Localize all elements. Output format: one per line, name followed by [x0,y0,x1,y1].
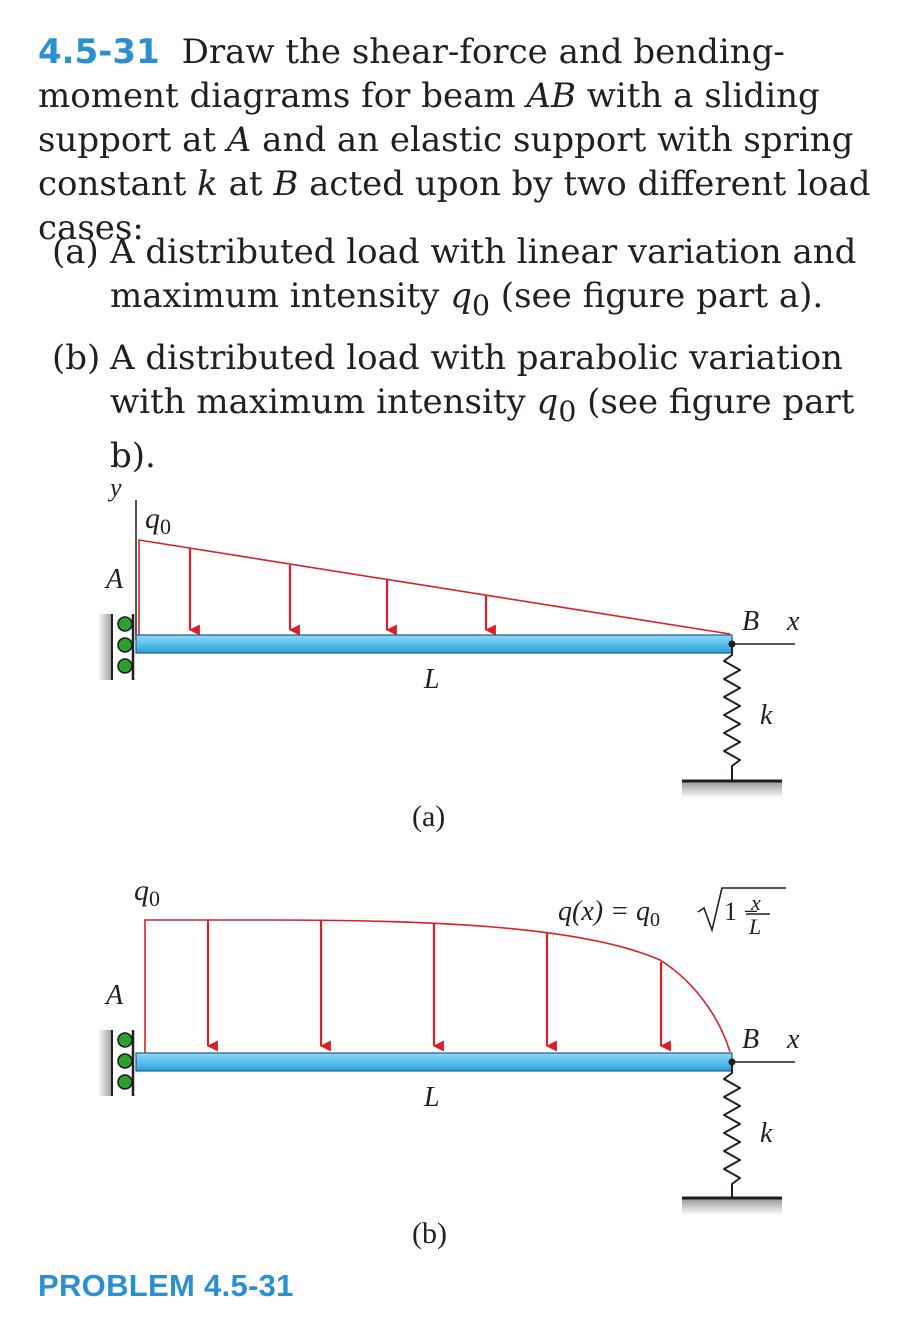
roller [117,1053,133,1069]
support-a-label: A [104,564,124,595]
formula-numerator: x [750,890,761,915]
figure-caption: (b) [412,1217,447,1250]
part-text: (see figure part b). [110,381,855,476]
load-intensity-label: q0 [145,502,171,539]
part-text: A distributed load with linear variation… [110,232,857,316]
spring [723,1062,741,1198]
load-intensity-label: q0 [134,874,160,911]
ground [682,1199,782,1215]
radical-sign [697,887,786,933]
statement-text: and an elastic support with spring const… [38,120,854,204]
roller [117,616,133,632]
span-label: L [423,1082,440,1113]
beam-label: AB [526,76,576,116]
part-text: A distributed load with parabolic variat… [110,337,843,422]
spring-constant-label: k [760,1118,773,1149]
q-subscript: 0 [558,394,577,428]
pin [728,640,736,648]
support-b-label: B [742,1024,759,1055]
formula-one: 1 − [724,897,758,926]
q-subscript: 0 [471,288,490,322]
spring-label: k [197,164,218,204]
roller [117,1032,133,1048]
problem-number: 4.5-31 [38,32,160,72]
beam [135,634,733,654]
linear-load-outline [138,539,731,636]
statement-text: Draw the shear-force and bending-moment … [38,32,785,116]
roller [117,1074,133,1090]
support-a-label: A [226,120,252,160]
spring-constant-label: k [760,700,773,731]
y-axis-label: y [107,473,122,502]
load-case-b: (b)A distributed load with parabolic var… [52,336,882,478]
span-label: L [423,664,440,695]
spring [723,644,741,780]
ground [682,782,782,798]
part-text: (see figure part a). [490,276,824,316]
statement-text: acted upon by two different load cases: [38,164,871,248]
roller [117,658,133,674]
roller [117,637,133,653]
beam [135,1052,733,1072]
support-b-label: B [273,164,299,204]
parabolic-load-outline [144,919,731,1054]
statement-text: with a sliding support at [38,76,820,160]
x-axis-label: x [786,606,800,637]
pin [728,1058,736,1066]
support-b-label: B [742,606,759,637]
support-a-label: A [104,980,124,1011]
part-label: (a) [52,232,99,272]
x-axis-label: x [786,1024,800,1055]
figure-b: q0 q(x) = q0 1 − x L A B x L [98,874,800,1250]
figure-caption: (a) [412,800,445,833]
formula-denominator: L [748,914,761,939]
load-cases: (a) A distributed load with linear variat… [52,230,882,486]
problem-caption: PROBLEM 4.5-31 [38,1268,294,1303]
statement-text: at [217,164,274,204]
part-label: (b) [52,337,101,378]
load-case-a: (a) A distributed load with linear variat… [52,230,882,328]
q-symbol: q [536,381,559,422]
figure-a: y q0 A B x L k (a) [98,473,800,833]
load-formula: q(x) = q0 1 − x L [558,887,786,939]
formula-lhs: q(x) = q0 [558,896,660,931]
wall [98,1030,112,1096]
wall [98,614,112,680]
q-symbol: q [450,276,472,316]
